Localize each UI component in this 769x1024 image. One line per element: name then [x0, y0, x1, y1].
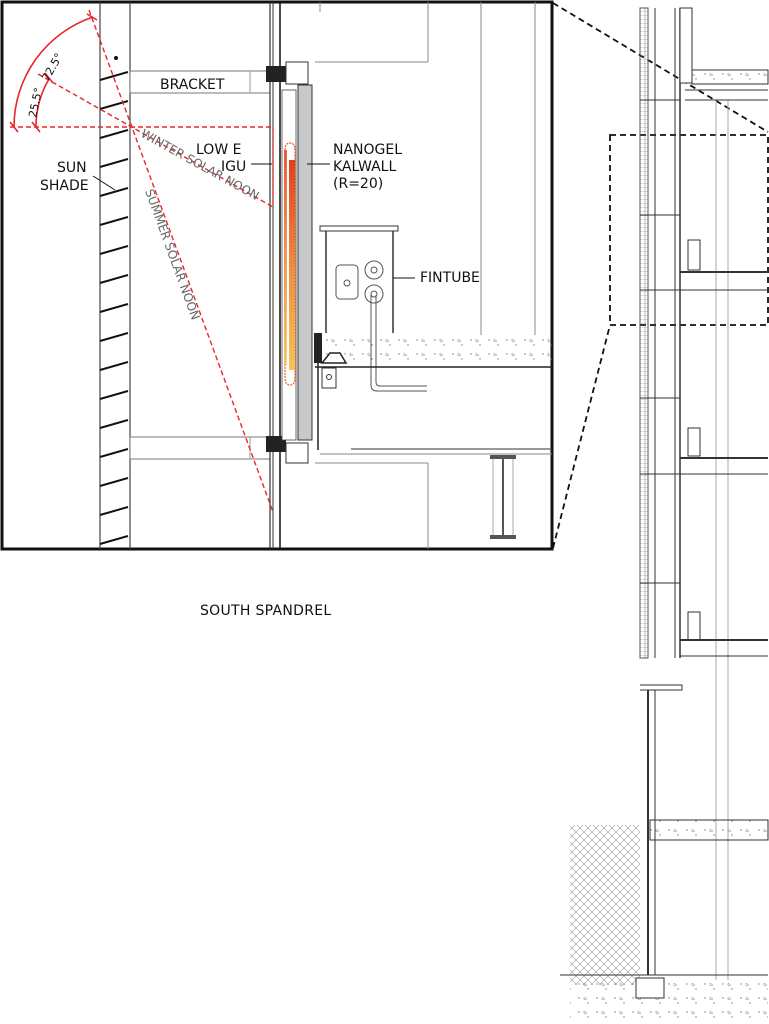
bracket-label: BRACKET: [160, 77, 225, 93]
full-building-section: [560, 7, 769, 1024]
sun-shade-slats: [99, 71, 129, 545]
callout-lines: [552, 2, 769, 549]
angle-winter-label: 25.5°: [26, 87, 45, 119]
angle-arcs: [9, 13, 98, 133]
sun-shade-label-1: SUN: [57, 160, 87, 176]
kalwall-label-2: KALWALL: [333, 159, 396, 175]
detail-view: 72.5° 25.5° WINTER SOLAR NOON SUMMER SOL…: [0, 0, 554, 551]
fintube-label: FINTUBE: [420, 270, 480, 286]
low-e-label-1: LOW E: [196, 142, 241, 158]
fintube-unit: [319, 225, 427, 392]
drawing-title: SOUTH SPANDREL: [200, 603, 332, 619]
kalwall-label-3: (R=20): [333, 176, 383, 192]
low-e-label-2: IGU: [221, 159, 246, 175]
kalwall-label-1: NANOGEL: [333, 142, 402, 158]
sun-shade-label-2: SHADE: [40, 178, 89, 194]
sun-angle-lines: [10, 9, 274, 513]
